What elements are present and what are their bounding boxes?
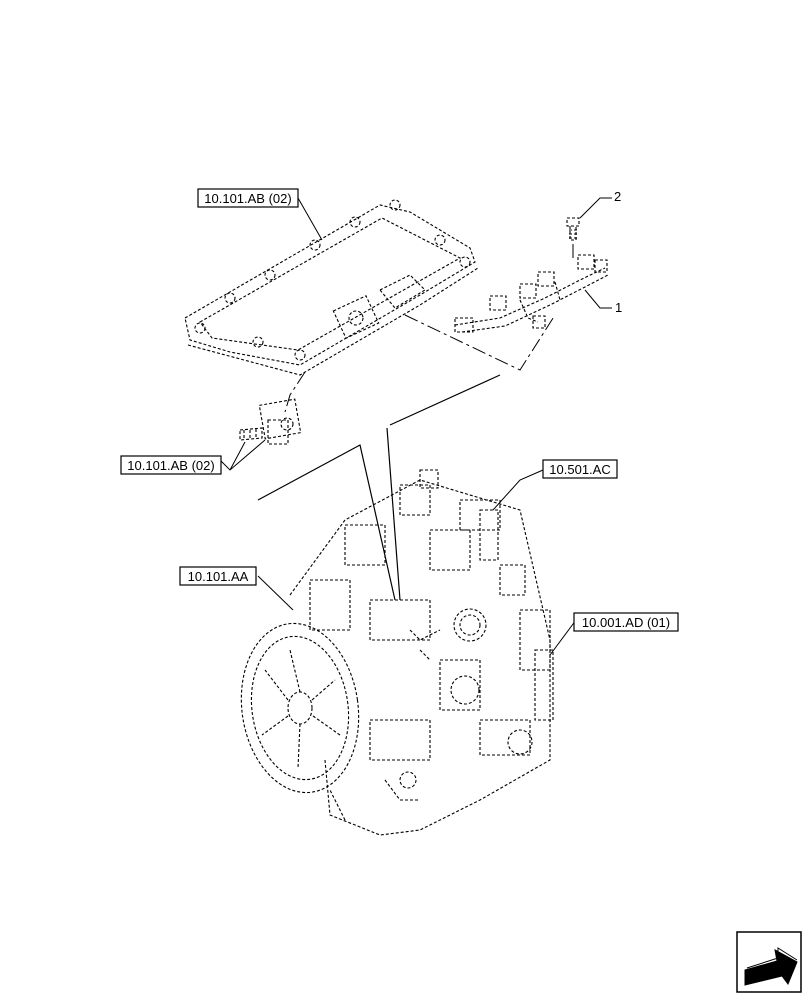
- screw-drawing: [566, 217, 580, 241]
- rocker-cover-drawing: [184, 199, 479, 376]
- callout-engine-block-text: 10.101.AA: [188, 569, 249, 584]
- callout-cover-gasket[interactable]: 10.101.AB (02): [120, 455, 222, 475]
- callout-fuel-filter-text: 10.501.AC: [549, 462, 610, 477]
- leader-harness: [584, 289, 612, 309]
- callout-rocker-cover-text: 10.101.AB (02): [204, 191, 291, 206]
- phantom-line-harness: [404, 314, 556, 371]
- leader-screw: [579, 197, 612, 219]
- assembly-line-1: [257, 444, 396, 601]
- sensor-gasket-drawing: [239, 398, 302, 445]
- callout-fuel-filter[interactable]: 10.501.AC: [542, 459, 618, 479]
- item-number-harness: 1: [615, 300, 622, 315]
- phantom-line-gasket: [284, 371, 306, 413]
- wiring-harness-drawing: [454, 254, 609, 333]
- assembly-line-3: [386, 427, 401, 601]
- leader-fuel-filter: [492, 469, 544, 511]
- engine-drawing: [240, 469, 554, 836]
- leader-rocker-cover: [297, 197, 323, 241]
- callout-cover-gasket-text: 10.101.AB (02): [127, 458, 214, 473]
- leader-engine-assembly: [549, 619, 577, 656]
- leader-gasket: [219, 439, 266, 471]
- callout-engine-assembly-text: 10.001.AD (01): [582, 615, 670, 630]
- item-number-screw: 2: [614, 189, 621, 204]
- assembly-line-2: [389, 374, 501, 426]
- callout-engine-assembly[interactable]: 10.001.AD (01): [573, 612, 679, 632]
- leader-engine-block: [257, 575, 294, 611]
- next-page-arrow-icon[interactable]: [736, 931, 802, 993]
- callout-engine-block[interactable]: 10.101.AA: [179, 566, 257, 586]
- callout-rocker-cover[interactable]: 10.101.AB (02): [197, 188, 299, 208]
- item-number-screw-text: 2: [614, 189, 621, 204]
- item-number-harness-text: 1: [615, 300, 622, 315]
